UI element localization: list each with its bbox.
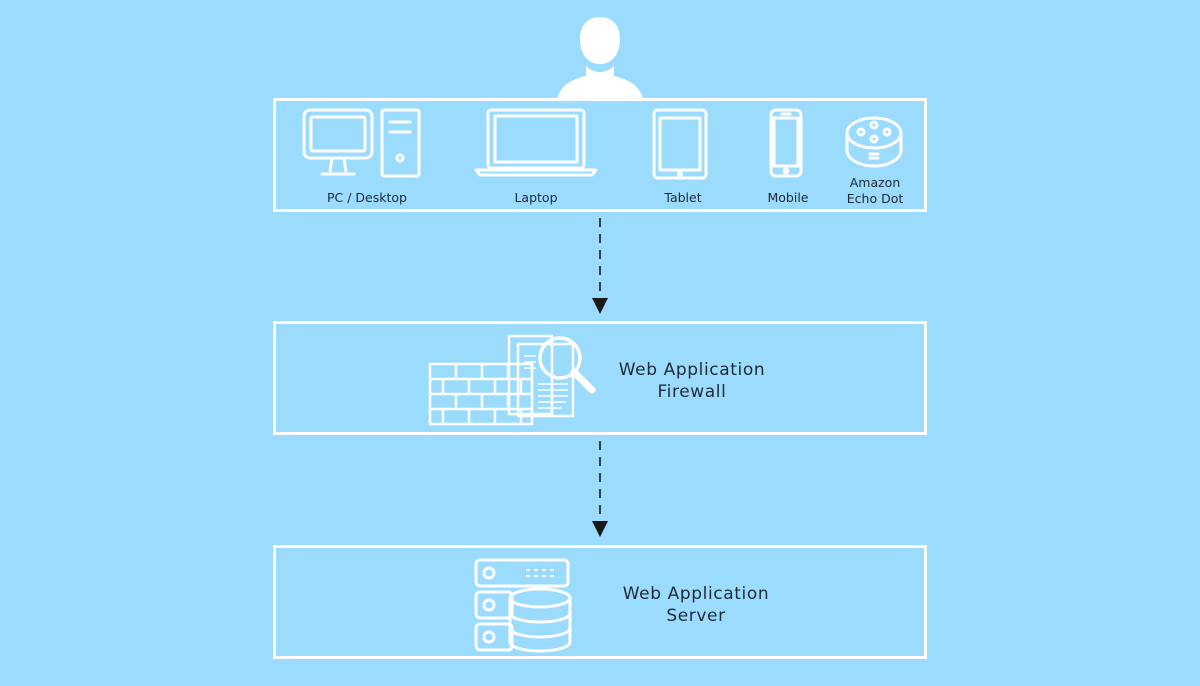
firewall-inspection-icon <box>428 334 598 426</box>
server-database-icon <box>474 558 574 654</box>
firewall-panel <box>273 321 927 435</box>
server-panel <box>273 545 927 659</box>
device-label-tablet: Tablet <box>664 190 702 205</box>
smart-speaker-icon <box>844 116 904 170</box>
desktop-computer-icon <box>302 108 422 180</box>
firewall-label: Web Application Firewall <box>600 359 784 403</box>
devices-panel <box>273 98 927 212</box>
firewall-label-line-1: Web Application <box>618 360 766 380</box>
device-label-pc: PC / Desktop <box>327 190 407 205</box>
user-silhouette-icon <box>557 17 643 100</box>
dashed-arrow-1 <box>592 218 608 314</box>
dashed-arrow-2 <box>592 441 608 537</box>
echo-label-line-2: Echo Dot <box>846 191 904 206</box>
laptop-icon <box>474 108 598 178</box>
device-label-mobile: Mobile <box>767 190 809 205</box>
echo-label-line-1: Amazon <box>849 175 901 190</box>
server-label-line-1: Web Application <box>622 584 770 604</box>
mobile-phone-icon <box>769 108 803 178</box>
tablet-icon <box>652 108 708 180</box>
server-label-line-2: Server <box>666 606 726 626</box>
firewall-label-line-2: Firewall <box>657 382 727 402</box>
device-label-echo-dot: Amazon Echo Dot <box>832 175 918 207</box>
device-label-laptop: Laptop <box>514 190 558 205</box>
server-label: Web Application Server <box>604 583 788 627</box>
